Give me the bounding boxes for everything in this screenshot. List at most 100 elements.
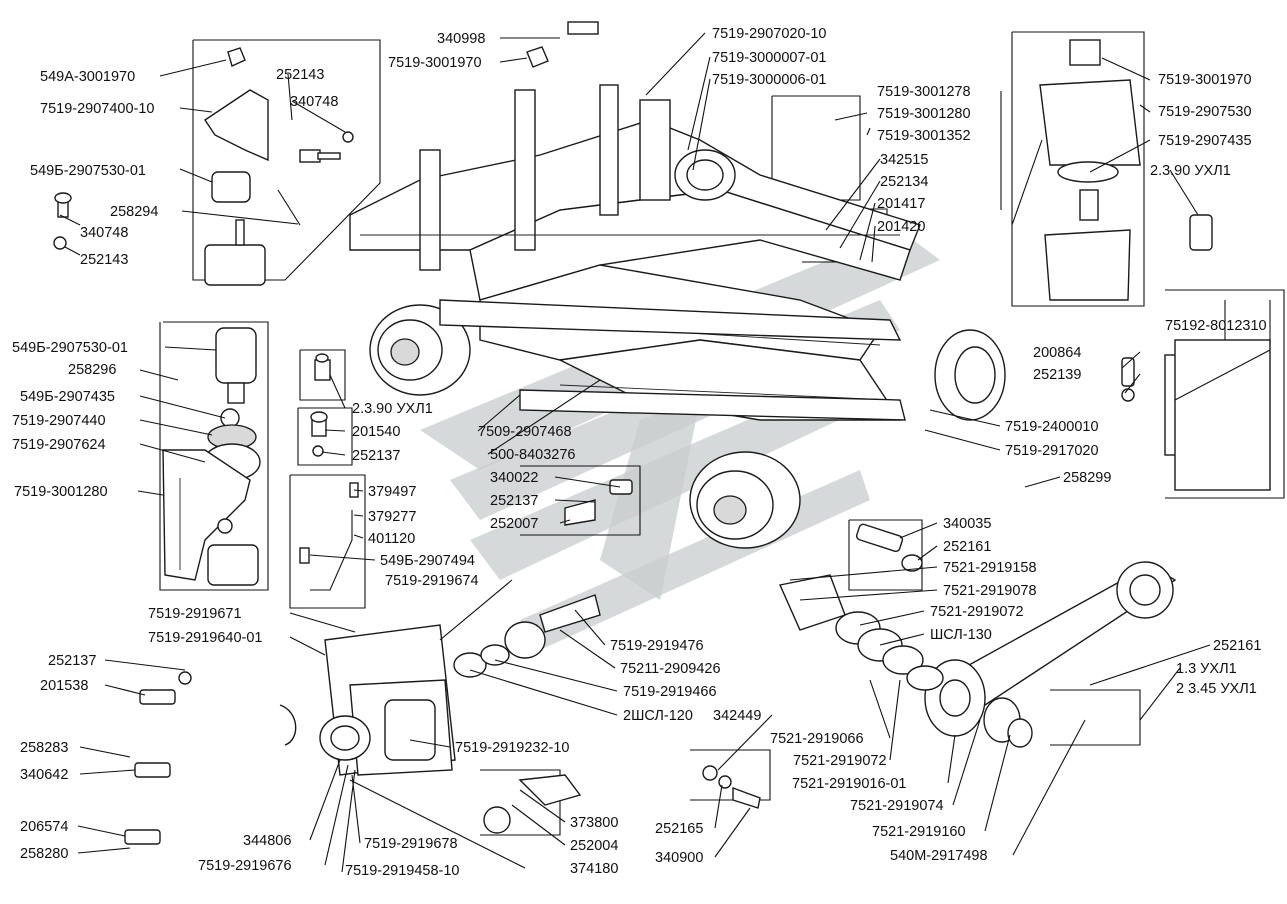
label-7509-2907468: 7509-2907468 (478, 424, 572, 440)
label-340022: 340022 (490, 470, 538, 486)
label-373800: 373800 (570, 815, 618, 831)
label-379277: 379277 (368, 509, 416, 525)
label-206574: 206574 (20, 819, 68, 835)
label-252007: 252007 (490, 516, 538, 532)
label-549B-2907494: 549Б-2907494 (380, 553, 475, 569)
label-7519-3001278: 7519-3001278 (877, 84, 971, 100)
label-258299: 258299 (1063, 470, 1111, 486)
label-2-3-45-UHL1: 2 3.45 УХЛ1 (1176, 681, 1257, 697)
label-252137-b: 252137 (490, 493, 538, 509)
seat-frame (1121, 300, 1271, 491)
label-252139: 252139 (1033, 367, 1081, 383)
inset-frames (159, 31, 1285, 836)
label-7521-2919066: 7521-2919066 (770, 731, 864, 747)
label-2390-UHL1-a: 2.3.90 УХЛ1 (1150, 163, 1231, 179)
left-hub (369, 304, 471, 396)
label-7519-2907020-10: 7519-2907020-10 (712, 26, 827, 42)
label-252165: 252165 (655, 821, 703, 837)
label-2390-UHL1-b: 2.3.90 УХЛ1 (352, 401, 433, 417)
label-252143-b: 252143 (80, 252, 128, 268)
label-252161-b: 252161 (1213, 638, 1261, 654)
label-200864: 200864 (1033, 345, 1081, 361)
top-left-inset-parts (204, 47, 354, 286)
label-7519-2919232-10: 7519-2919232-10 (455, 740, 570, 756)
label-7519-3001970-a: 7519-3001970 (388, 55, 482, 71)
reaction-rods (439, 299, 906, 421)
label-549A-3001970: 549А-3001970 (40, 69, 135, 85)
label-252143-a: 252143 (276, 67, 324, 83)
label-7519-2919458-10: 7519-2919458-10 (345, 863, 460, 879)
label-7519-2919640-01: 7519-2919640-01 (148, 630, 263, 646)
label-7519-2400010: 7519-2400010 (1005, 419, 1099, 435)
label-7521-2919016-01: 7521-2919016-01 (792, 776, 907, 792)
label-252161-a: 252161 (943, 539, 991, 555)
leader-lines (59, 32, 1211, 873)
lower-hub (689, 451, 801, 549)
label-7521-2919074: 7521-2919074 (850, 798, 944, 814)
label-1-3-UHL1: 1.3 УХЛ1 (1176, 661, 1237, 677)
label-252137-c: 252137 (48, 653, 96, 669)
label-340748-b: 340748 (80, 225, 128, 241)
label-374180: 374180 (570, 861, 618, 877)
label-7519-2907530: 7519-2907530 (1158, 104, 1252, 120)
label-7519-3001970-b: 7519-3001970 (1158, 72, 1252, 88)
label-7519-2919676: 7519-2919676 (198, 858, 292, 874)
label-258280: 258280 (20, 846, 68, 862)
label-7519-3000006-01: 7519-3000006-01 (712, 72, 827, 88)
right-hub (934, 329, 1006, 421)
bottom-left-housing (124, 624, 456, 845)
right-inset-parts (1011, 39, 1213, 301)
label-7519-2907440: 7519-2907440 (12, 413, 106, 429)
label-7519-3001280-a: 7519-3001280 (877, 106, 971, 122)
label-7521-2919072-a: 7521-2919072 (930, 604, 1024, 620)
label-7519-2917020: 7519-2917020 (1005, 443, 1099, 459)
label-7519-2919674: 7519-2919674 (385, 573, 479, 589)
label-258294: 258294 (110, 204, 158, 220)
label-401120: 401120 (368, 531, 415, 547)
label-7519-2907400-10: 7519-2907400-10 (40, 101, 155, 117)
label-75192-8012310: 75192-8012310 (1165, 318, 1267, 334)
label-201417: 201417 (877, 196, 925, 212)
label-7519-2907435: 7519-2907435 (1158, 133, 1252, 149)
label-340900: 340900 (655, 850, 703, 866)
label-500-8403276: 500-8403276 (490, 447, 575, 463)
label-7519-3001280-b: 7519-3001280 (14, 484, 108, 500)
label-340642: 340642 (20, 767, 68, 783)
label-2SHSL-120: 2ШСЛ-120 (623, 708, 693, 724)
label-75211-2909426: 75211-2909426 (620, 661, 721, 677)
label-7519-3001352: 7519-3001352 (877, 128, 971, 144)
upper-hub (674, 149, 736, 201)
label-7521-2919078: 7521-2919078 (943, 583, 1037, 599)
label-201540: 201540 (352, 424, 400, 440)
label-344806: 344806 (243, 833, 291, 849)
label-7521-2919158: 7521-2919158 (943, 560, 1037, 576)
label-342515: 342515 (880, 152, 928, 168)
label-540M-2917498: 540М-2917498 (890, 848, 988, 864)
part-labels: 549А-3001970 7519-2907400-10 252143 3407… (12, 26, 1267, 879)
label-340035: 340035 (943, 516, 991, 532)
label-258296: 258296 (68, 362, 116, 378)
label-379497: 379497 (368, 484, 416, 500)
label-252004: 252004 (570, 838, 618, 854)
label-549B-2907530-01-a: 549Б-2907530-01 (30, 163, 146, 179)
label-340998: 340998 (437, 31, 485, 47)
label-258283: 258283 (20, 740, 68, 756)
left-mid-inset-parts (53, 192, 261, 586)
label-7521-2919160: 7521-2919160 (872, 824, 966, 840)
label-252134: 252134 (880, 174, 928, 190)
label-7519-2919476: 7519-2919476 (610, 638, 704, 654)
label-201538: 201538 (40, 678, 88, 694)
label-252137-a: 252137 (352, 448, 400, 464)
label-7521-2919072-b: 7521-2919072 (793, 753, 887, 769)
label-342449: 342449 (713, 708, 761, 724)
label-549B-2907435: 549Б-2907435 (20, 389, 115, 405)
label-201420: 201420 (877, 219, 925, 235)
label-7519-2919466: 7519-2919466 (623, 684, 717, 700)
label-7519-3000007-01: 7519-3000007-01 (712, 50, 827, 66)
small-fittings (299, 21, 599, 591)
label-7519-2919678: 7519-2919678 (364, 836, 458, 852)
label-7519-2919671: 7519-2919671 (148, 606, 242, 622)
label-340748-a: 340748 (290, 94, 338, 110)
